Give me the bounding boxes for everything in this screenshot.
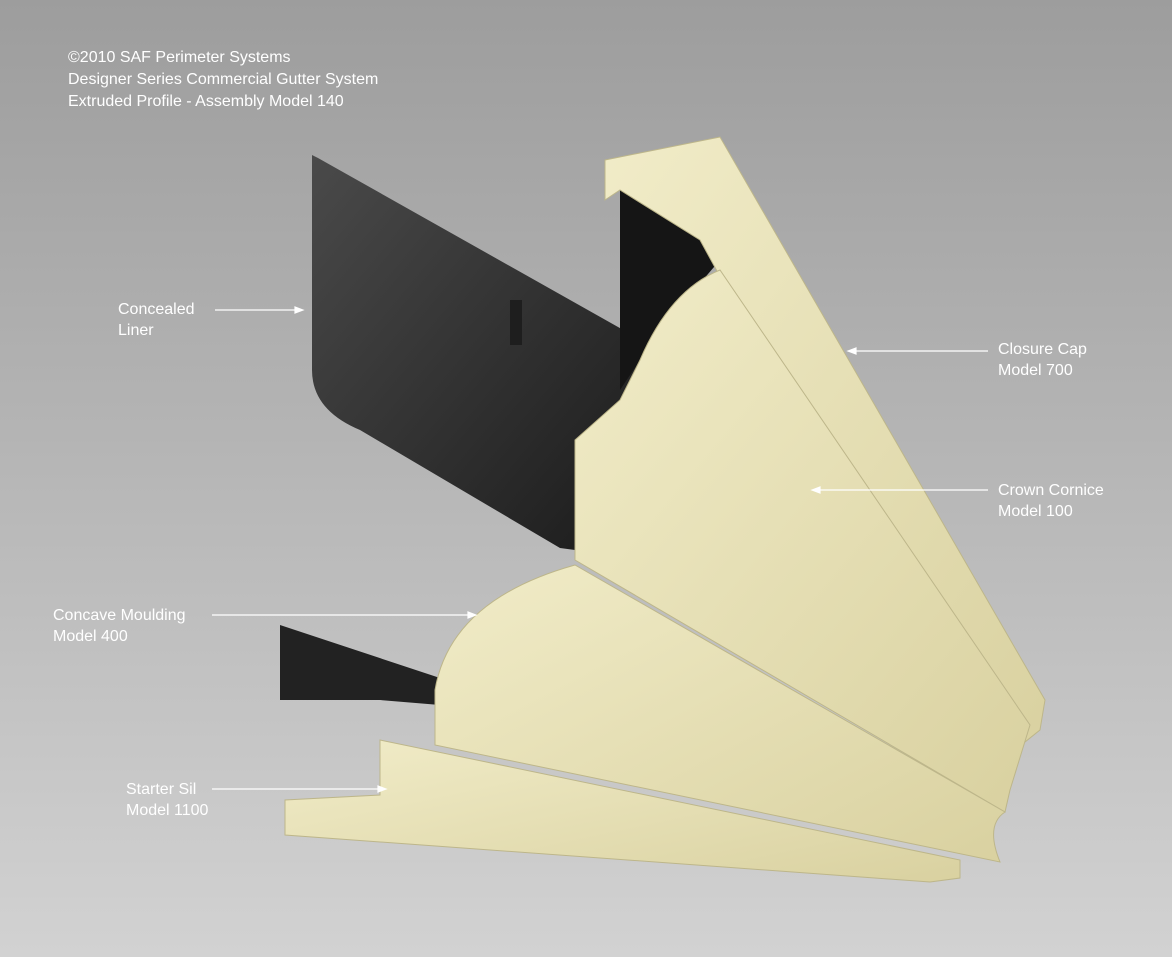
- model-line: Extruded Profile - Assembly Model 140: [68, 93, 344, 110]
- starter-sill: [284, 739, 961, 883]
- label-concave-moulding: Concave Moulding Model 400: [53, 605, 186, 647]
- label-closure-cap: Closure Cap Model 700: [998, 339, 1087, 381]
- label-line: Concave Moulding: [53, 607, 186, 624]
- label-line: Model 400: [53, 628, 128, 645]
- label-line: Model 700: [998, 362, 1073, 379]
- callout-arrows: [212, 306, 988, 793]
- series-line: Designer Series Commercial Gutter System: [68, 71, 379, 88]
- liner-bracket: [510, 300, 522, 345]
- label-concealed-liner: Concealed Liner: [118, 299, 195, 341]
- label-line: Starter Sil: [126, 781, 197, 798]
- label-line: Liner: [118, 322, 154, 339]
- crown-cornice: [574, 269, 1031, 813]
- header-caption: ©2010 SAF Perimeter Systems Designer Ser…: [68, 47, 378, 113]
- label-line: Model 100: [998, 503, 1073, 520]
- label-line: Model 1100: [126, 802, 209, 819]
- label-line: Closure Cap: [998, 341, 1087, 358]
- concave-moulding: [434, 564, 1006, 863]
- label-line: Concealed: [118, 301, 195, 318]
- lower-bracket: [280, 625, 440, 705]
- label-line: Crown Cornice: [998, 482, 1104, 499]
- copyright-line: ©2010 SAF Perimeter Systems: [68, 49, 291, 66]
- concealed-liner: [312, 155, 650, 560]
- label-crown-cornice: Crown Cornice Model 100: [998, 480, 1104, 522]
- label-starter-sill: Starter Sil Model 1100: [126, 779, 208, 821]
